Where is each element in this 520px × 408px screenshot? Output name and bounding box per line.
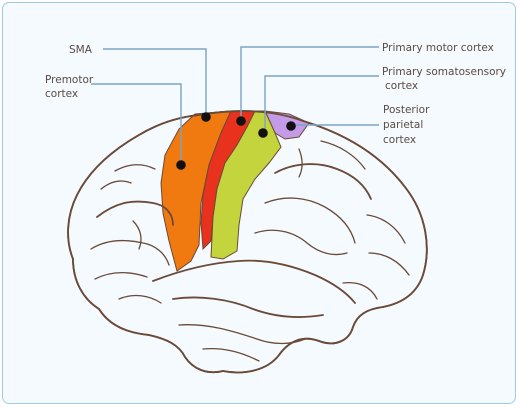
- sma-label: SMA: [69, 44, 93, 56]
- temporal-lobe-lower: [172, 296, 324, 318]
- occipital-gyrus: [320, 140, 366, 170]
- frontal-gyrus: [100, 180, 132, 190]
- posterior-parietal-label-line2: parietal: [383, 119, 423, 131]
- lateral-sulcus: [152, 259, 356, 304]
- parietal-gyrus: [342, 281, 378, 300]
- somatosensory-label-line2: cortex: [385, 80, 418, 92]
- premotor-label-line1: Premotor: [45, 74, 94, 86]
- parietal-gyrus: [264, 197, 356, 244]
- parietal-gyrus: [254, 229, 348, 256]
- somatosensory-region: [210, 110, 282, 260]
- primary-motor-marker: [236, 116, 246, 126]
- primary-motor-label: Primary motor cortex: [382, 42, 494, 54]
- temporal-gyrus: [178, 324, 306, 345]
- frontal-gyrus: [90, 239, 170, 266]
- primary-motor-leader-line: [240, 46, 379, 121]
- frontal-gyrus: [114, 164, 156, 172]
- premotor-marker: [176, 160, 186, 170]
- frontal-sulcus: [96, 200, 174, 226]
- occipital-gyrus: [368, 252, 410, 276]
- sma-leader-line: [103, 48, 207, 117]
- premotor-label-line2: cortex: [45, 88, 78, 100]
- temporal-gyrus: [202, 347, 260, 362]
- brain-diagram: SMA Premotor cortex Primary motor cortex…: [45, 42, 506, 374]
- frontal-gyrus: [118, 294, 162, 304]
- figure-frame: SMA Premotor cortex Primary motor cortex…: [2, 2, 516, 404]
- frontal-gyrus: [94, 272, 148, 280]
- posterior-parietal-label-line3: cortex: [383, 134, 416, 146]
- sma-marker: [201, 112, 211, 122]
- premotor-leader-line: [91, 83, 182, 165]
- brain-outline: [67, 110, 428, 374]
- somatosensory-leader-line: [264, 75, 379, 133]
- occipital-gyrus: [366, 214, 406, 244]
- frontal-gyrus: [132, 220, 142, 250]
- parietal-sulcus: [274, 163, 372, 200]
- somatosensory-marker: [258, 128, 268, 138]
- posterior-parietal-marker: [286, 121, 296, 131]
- somatosensory-label-line1: Primary somatosensory: [382, 66, 506, 78]
- parietal-gyrus: [298, 148, 303, 178]
- posterior-parietal-label-line1: Posterior: [383, 104, 430, 116]
